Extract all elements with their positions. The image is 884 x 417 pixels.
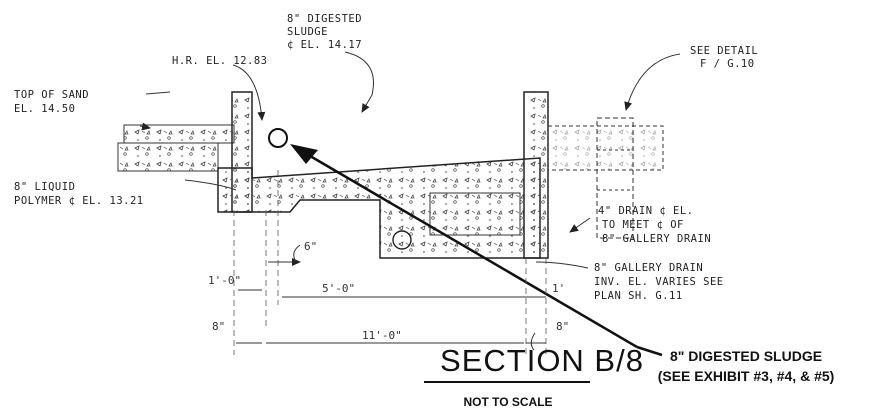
dimension-lines (236, 244, 546, 351)
section-title: SECTION B/8 (440, 343, 644, 378)
dim-6in: 6" (304, 240, 317, 253)
dim-5ft: 5'-0" (322, 282, 355, 295)
dim-8in-left: 8" (212, 320, 225, 333)
dim-1ft6: 1'-0" (208, 274, 241, 287)
dim-11ft: 11'-0" (362, 329, 402, 342)
label-leaders (139, 51, 681, 269)
label-digested-sludge: 8" DIGESTED SLUDGE ¢ EL. 14.17 (287, 13, 369, 51)
label-see-detail: SEE DETAIL F / G.10 (690, 45, 765, 70)
label-liquid-polymer: 8" LIQUID POLYMER ¢ EL. 13.21 (14, 181, 144, 207)
left-slab (117, 124, 235, 172)
dim-8in-right: 8" (556, 320, 569, 333)
callout-line-2: (SEE EXHIBIT #3, #4, & #5) (657, 368, 835, 384)
callout-line-1: 8" DIGESTED SLUDGE (669, 348, 823, 364)
label-top-of-sand: TOP OF SAND EL. 14.50 (14, 89, 96, 115)
sludge-pipe-marker (268, 128, 288, 148)
dim-1ft-right: 1' (552, 282, 565, 295)
label-drain: 4" DRAIN ¢ EL. TO MEET ¢ OF 8" GALLERY D… (598, 205, 711, 245)
title-underline (424, 381, 590, 383)
label-gallery-drain: 8" GALLERY DRAIN INV. EL. VARIES SEE PLA… (594, 262, 730, 302)
extension-lines (233, 170, 547, 355)
scale-note: NOT TO SCALE (463, 395, 553, 409)
callout-leader (290, 144, 663, 357)
label-hr-el: H.R. EL. 12.83 (172, 55, 268, 67)
drain-pipe (392, 230, 412, 250)
callout-note: 8" DIGESTED SLUDGE (SEE EXHIBIT #3, #4, … (610, 346, 882, 386)
right-detail-structure (547, 117, 664, 239)
right-wall (523, 91, 549, 259)
